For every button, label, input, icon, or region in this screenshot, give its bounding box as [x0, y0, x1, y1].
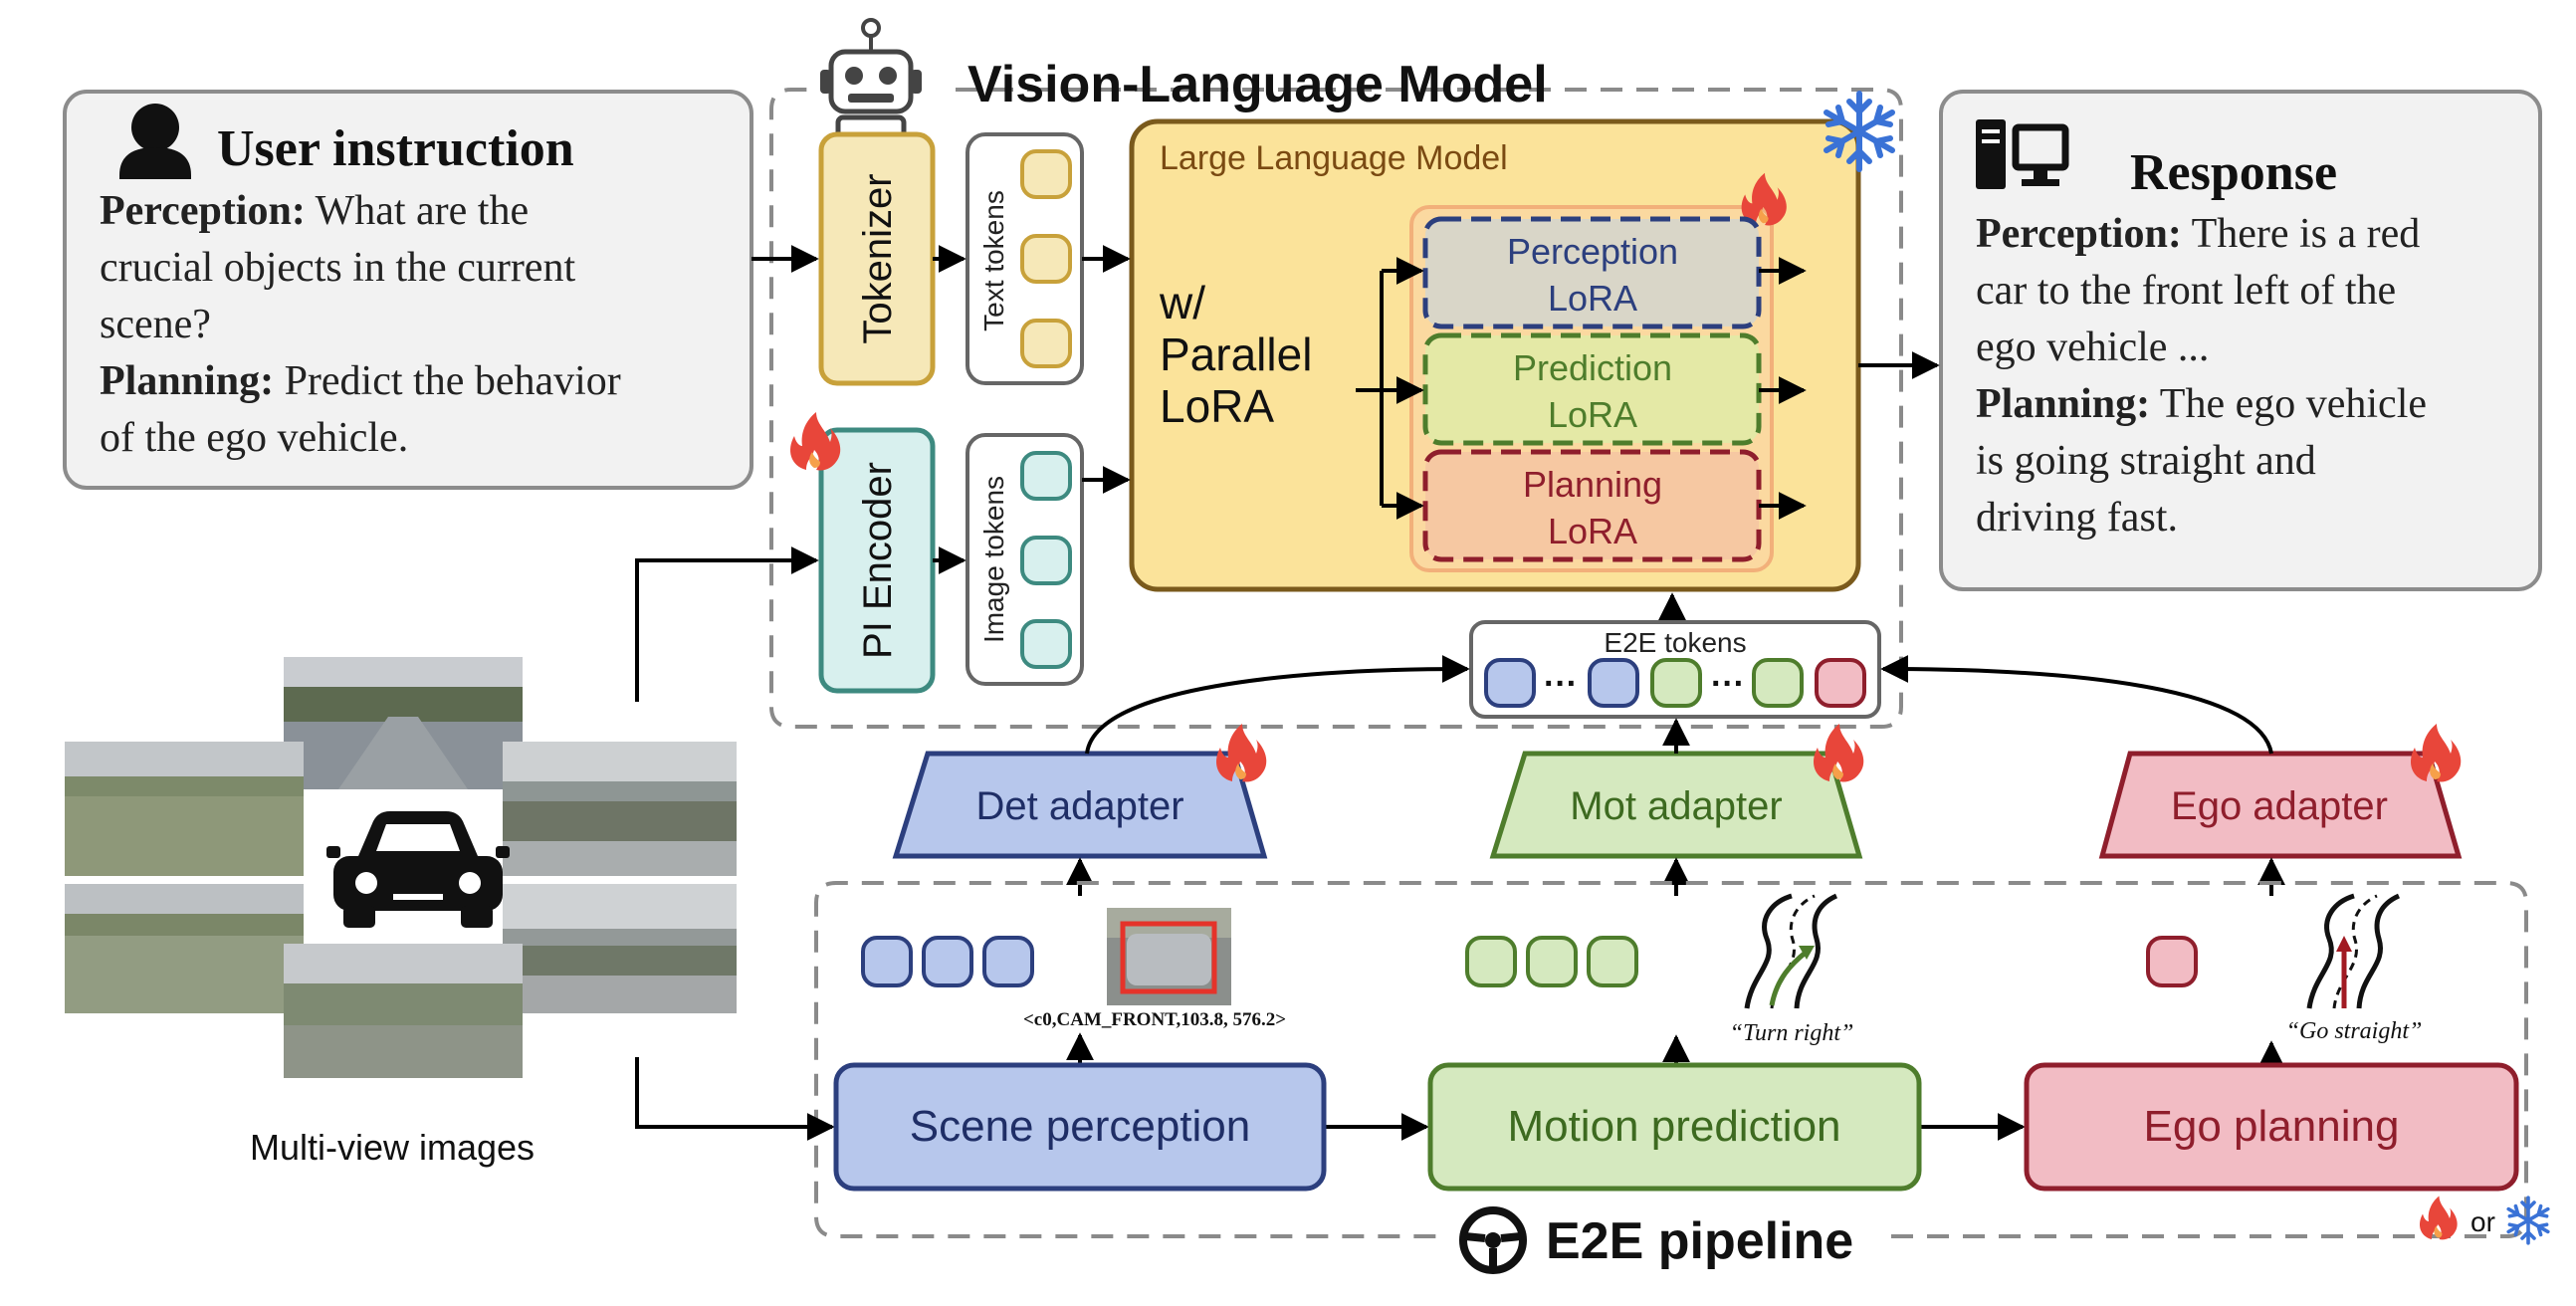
camera-view-front-right: [503, 742, 737, 876]
user-line-3: scene?: [100, 302, 211, 347]
user-line-2: crucial objects in the current: [100, 245, 575, 291]
det-adapter: [892, 751, 1268, 859]
tokenizer-label: Tokenizer: [856, 173, 900, 343]
mot-adapter-label: Mot adapter: [1570, 784, 1782, 828]
response-line-2: car to the front left of the: [1976, 268, 2396, 314]
e2e-token-ego: [1815, 658, 1866, 708]
car-icon: [326, 811, 510, 928]
text-token: [1020, 149, 1072, 199]
response-title: Response: [2130, 144, 2337, 201]
user-line-4: Planning: Predict the behavior: [100, 358, 621, 404]
camera-view-back: [284, 944, 523, 1078]
response-line-1: Perception: There is a red: [1976, 211, 2420, 257]
image-tokens-label: Image tokens: [978, 476, 1009, 643]
det-adapter-label: Det adapter: [975, 784, 1183, 828]
go-straight-caption: “Go straight”: [2286, 1018, 2423, 1044]
perception-lora-line-2: LoRA: [1548, 278, 1637, 319]
image-token: [1020, 536, 1072, 585]
response-line-4: Planning: The ego vehicle: [1976, 381, 2427, 427]
mot-queries: [1465, 936, 1638, 987]
pipeline-arrows: [635, 1032, 2285, 1141]
mot-query: [1526, 936, 1578, 987]
e2e-pipeline-container: [814, 881, 2528, 1238]
ego-adapter: [2098, 751, 2463, 859]
mot-query: [1587, 936, 1638, 987]
detection-thumbnail: [1107, 908, 1231, 1005]
multi-view-label: Multi-view images: [250, 1127, 535, 1168]
e2e-token-ellipsis: ···: [1711, 665, 1745, 703]
detection-caption: <c0,CAM_FRONT,103.8, 576.2>: [1023, 1009, 1286, 1030]
camera-view-front: [284, 657, 523, 789]
text-token: [1020, 319, 1072, 368]
response-line-3: ego vehicle ...: [1976, 325, 2209, 370]
planning-lora-line-1: Planning: [1523, 464, 1662, 505]
prediction-lora-line-1: Prediction: [1513, 347, 1672, 388]
vlm-arrows: [635, 245, 1940, 702]
e2e-token-ellipsis: ···: [1544, 665, 1578, 703]
ego-adapter-label: Ego adapter: [2171, 784, 2388, 828]
user-line-1: Perception: What are the: [100, 188, 529, 234]
mot-query: [1465, 936, 1517, 987]
text-token: [1020, 234, 1072, 284]
e2e-token-mot: [1650, 658, 1702, 708]
legend-or: or: [2470, 1206, 2495, 1237]
e2e-pipeline-title: E2E pipeline: [1546, 1212, 1853, 1270]
e2e-token-mot: [1752, 658, 1804, 708]
parallel-lora-line-3: LoRA: [1160, 380, 1274, 432]
perception-lora-line-1: Perception: [1507, 231, 1678, 272]
camera-view-back-right: [503, 884, 737, 1013]
scene-perception-module: [833, 1062, 1327, 1192]
response-box: [1939, 90, 2542, 591]
det-query: [861, 936, 913, 987]
user-line-5: of the ego vehicle.: [100, 415, 408, 461]
lora-branch-arrows: [1356, 257, 1807, 520]
road-icon: [2306, 893, 2401, 1009]
motion-prediction-module: [1427, 1062, 1922, 1192]
multi-view-images: [65, 657, 737, 1078]
user-instruction-box: [63, 90, 753, 490]
fire-icon: [2420, 1196, 2458, 1240]
parallel-lora-line-1: w/: [1159, 277, 1205, 328]
scene-perception-label: Scene perception: [910, 1102, 1250, 1151]
response-line-6: driving fast.: [1976, 495, 2178, 541]
fire-icon: [790, 412, 841, 471]
steering-wheel-icon: [1459, 1206, 1527, 1274]
ego-planning-label: Ego planning: [2144, 1102, 2400, 1151]
llm-title: Large Language Model: [1160, 139, 1508, 177]
turn-right-caption: “Turn right”: [1730, 1020, 1854, 1046]
e2e-tokens-label: E2E tokens: [1604, 627, 1746, 658]
parallel-lora-line-2: Parallel: [1160, 328, 1312, 380]
road-icon: [1744, 893, 1838, 1009]
motion-prediction-label: Motion prediction: [1507, 1102, 1840, 1151]
pi-encoder-label: PI Encoder: [856, 462, 900, 659]
computer-icon: [1976, 119, 2069, 189]
image-token: [1020, 451, 1072, 501]
prediction-lora-line-2: LoRA: [1548, 394, 1637, 435]
camera-view-front-left: [65, 742, 304, 876]
vlm-container: [769, 88, 1903, 729]
robot-icon: [820, 18, 922, 142]
text-tokens-label: Text tokens: [978, 190, 1009, 331]
camera-view-back-left: [65, 884, 304, 1013]
e2e-token-det: [1484, 658, 1536, 708]
det-queries: [861, 936, 1034, 987]
det-query: [982, 936, 1034, 987]
planning-lora-line-2: LoRA: [1548, 511, 1637, 551]
ego-planning-module: [2024, 1062, 2519, 1192]
vlm-title: Vision-Language Model: [967, 56, 1548, 113]
adapter-arrows: [1066, 655, 2285, 896]
response-line-5: is going straight and: [1976, 438, 2316, 484]
e2e-token-det: [1588, 658, 1639, 708]
image-token: [1020, 619, 1072, 669]
det-query: [922, 936, 973, 987]
user-icon: [119, 104, 191, 179]
ego-query: [2146, 936, 2198, 987]
user-instruction-title: User instruction: [217, 120, 574, 177]
mot-adapter: [1489, 751, 1863, 859]
